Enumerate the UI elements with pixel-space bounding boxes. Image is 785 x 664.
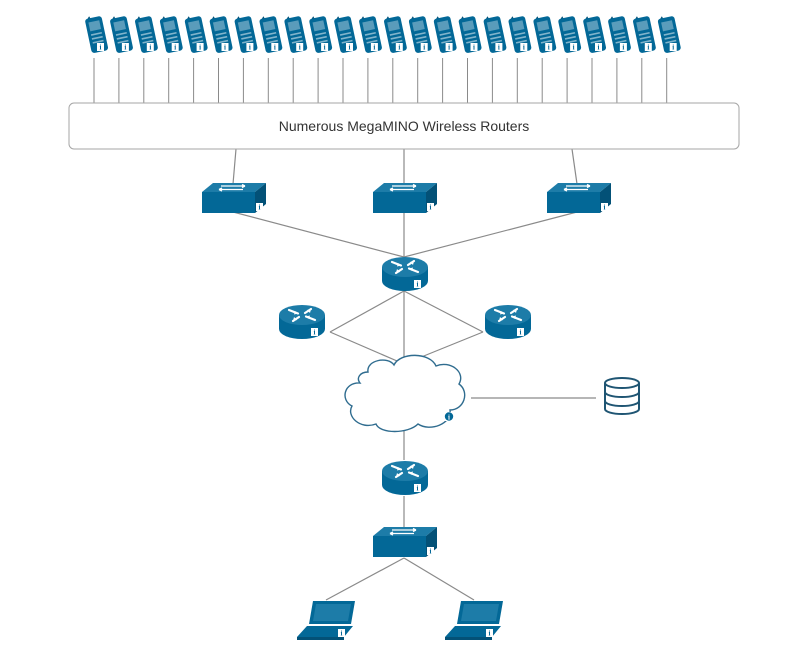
phone-icon[interactable] bbox=[458, 14, 483, 54]
phone-icon[interactable] bbox=[508, 14, 532, 54]
phone-icon[interactable] bbox=[582, 14, 607, 54]
phone-icon[interactable] bbox=[532, 14, 557, 54]
phone-icon[interactable] bbox=[234, 14, 258, 54]
link-core-right-router bbox=[403, 290, 484, 333]
phone-icon[interactable] bbox=[134, 14, 159, 54]
wireless-routers-box[interactable]: Numerous MegaMINO Wireless Routers bbox=[68, 102, 740, 150]
phone-icon[interactable] bbox=[657, 14, 682, 54]
phone-icon[interactable] bbox=[333, 14, 358, 54]
link-switch-right-core bbox=[403, 211, 578, 258]
phone-icon[interactable] bbox=[184, 14, 209, 54]
right-router-icon[interactable] bbox=[483, 304, 533, 340]
link-box-switch-left bbox=[232, 148, 237, 185]
phone-icon[interactable] bbox=[607, 14, 632, 54]
link-box-switch-right bbox=[571, 148, 578, 185]
phone-icon[interactable] bbox=[308, 14, 333, 54]
phone-icon[interactable] bbox=[358, 14, 383, 54]
laptop-left-icon[interactable] bbox=[297, 601, 355, 640]
link-switch-laptop-right bbox=[403, 557, 475, 601]
left-router-icon[interactable] bbox=[277, 304, 327, 340]
phone-row bbox=[84, 14, 682, 54]
phone-icon[interactable] bbox=[84, 14, 109, 54]
edge-router-icon[interactable] bbox=[380, 460, 430, 496]
phone-icon[interactable] bbox=[632, 14, 657, 54]
connection-lines bbox=[232, 148, 596, 601]
database-icon[interactable] bbox=[604, 377, 640, 415]
phone-icon[interactable] bbox=[383, 14, 408, 54]
link-core-left-router bbox=[329, 290, 405, 333]
phone-icon[interactable] bbox=[483, 14, 507, 54]
phone-connection-lines bbox=[93, 58, 668, 103]
wireless-routers-label: Numerous MegaMINO Wireless Routers bbox=[279, 118, 530, 134]
access-switch-icon[interactable] bbox=[372, 526, 438, 558]
switch-left-icon[interactable] bbox=[201, 182, 267, 214]
core-router-icon[interactable] bbox=[380, 256, 430, 292]
phone-icon[interactable] bbox=[159, 14, 184, 54]
switch-right-icon[interactable] bbox=[546, 182, 612, 214]
link-switch-laptop-left bbox=[325, 557, 405, 601]
link-switch-left-core bbox=[232, 211, 405, 258]
phone-icon[interactable] bbox=[557, 14, 582, 54]
phone-icon[interactable] bbox=[109, 14, 134, 54]
link-left-router-cloud bbox=[329, 331, 405, 365]
phone-icon[interactable] bbox=[433, 14, 458, 54]
phone-icon[interactable] bbox=[259, 14, 283, 54]
phone-icon[interactable] bbox=[209, 14, 234, 54]
svg-text:i: i bbox=[448, 413, 450, 421]
switch-center-icon[interactable] bbox=[372, 182, 438, 214]
cloud-icon[interactable]: i bbox=[344, 354, 466, 433]
laptop-right-icon[interactable] bbox=[445, 601, 503, 640]
phone-icon[interactable] bbox=[283, 14, 308, 54]
phone-icon[interactable] bbox=[408, 14, 433, 54]
